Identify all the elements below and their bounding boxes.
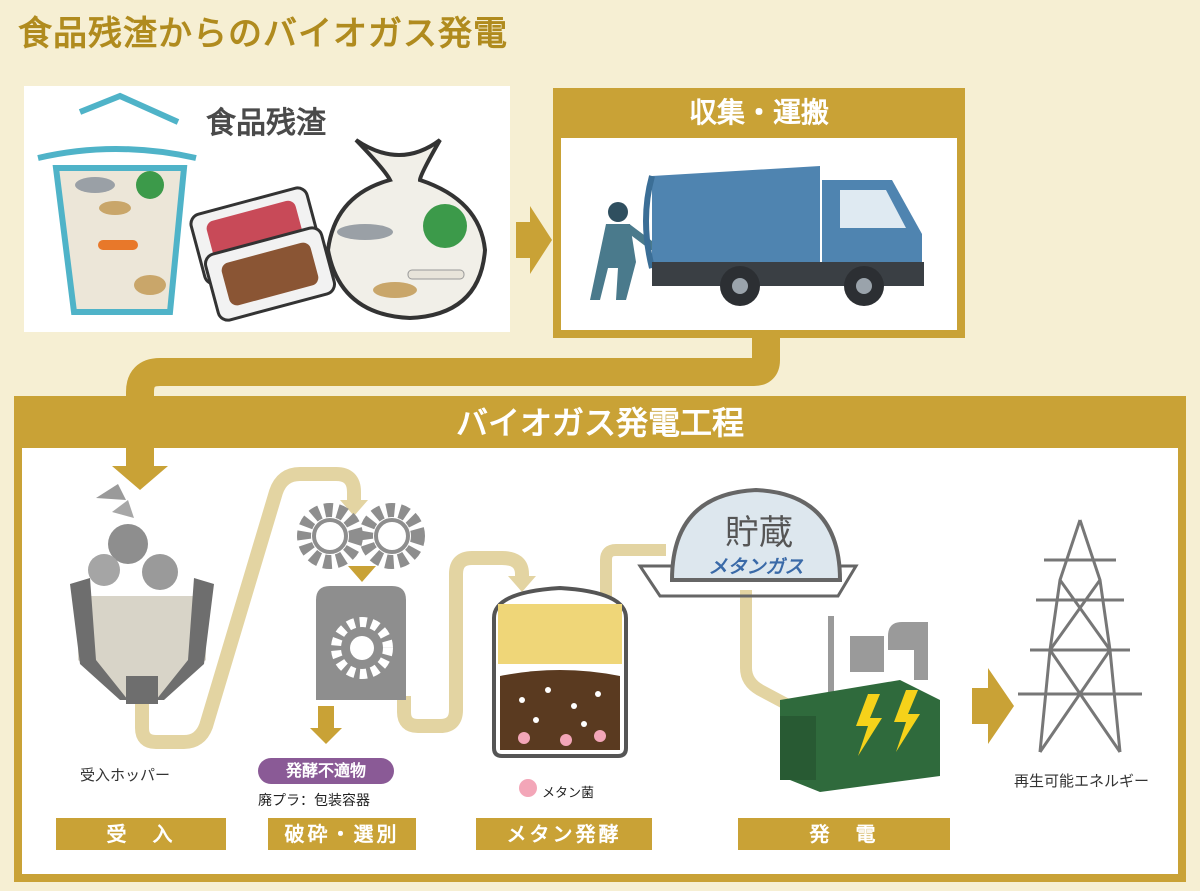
garbage-bag-icon — [325, 138, 488, 321]
step-power-generation: 発 電 — [738, 818, 950, 850]
pipe-holder-to-generator-icon — [740, 590, 793, 712]
meat-tray-icon — [189, 186, 337, 322]
pipe-hopper-to-crusher-icon — [135, 467, 361, 749]
step-receiving: 受 入 — [56, 818, 226, 850]
flow-arrow-down-icon — [112, 466, 168, 490]
step-methane-fermentation: メタン発酵 — [476, 818, 652, 850]
microbe-label: メタン菌 — [542, 786, 595, 801]
gas-holder-icon — [637, 487, 859, 598]
trash-bin-icon — [37, 92, 197, 315]
flow-arrow-icon — [340, 500, 368, 516]
methane-gas-label: メタンガス — [708, 556, 804, 578]
reject-badge: 発酵不適物 — [258, 758, 394, 784]
flow-pipe-icon — [126, 338, 780, 470]
step-crushing-sorting: 破砕・選別 — [268, 818, 416, 850]
hopper-icon — [70, 484, 214, 704]
microbe-icon — [519, 779, 537, 797]
process-header: バイオガス発電工程 — [455, 404, 744, 442]
collection-header: 収集・運搬 — [688, 96, 829, 129]
gear-crusher-icon — [297, 503, 425, 744]
reject-note: 廃プラ：包装容器 — [258, 793, 370, 809]
power-tower-icon — [1018, 519, 1142, 753]
renewable-energy-label: 再生可能エネルギー — [1014, 772, 1150, 790]
generator-icon — [780, 616, 940, 792]
storage-label: 貯蔵 — [725, 513, 793, 553]
pipe-crusher-to-tank-icon — [397, 551, 529, 733]
garbage-truck-icon — [643, 166, 924, 306]
flow-arrow-icon — [508, 576, 536, 592]
pipe-tank-to-holder-icon — [600, 544, 666, 600]
fermenter-tank-icon — [492, 585, 628, 758]
arrow-right-icon — [972, 668, 1014, 744]
hopper-label: 受入ホッパー — [80, 766, 171, 784]
arrow-right-icon — [516, 206, 552, 274]
worker-icon — [590, 202, 656, 300]
page-title: 食品残渣からのバイオガス発電 — [18, 14, 508, 54]
food-waste-label: 食品残渣 — [206, 106, 326, 141]
